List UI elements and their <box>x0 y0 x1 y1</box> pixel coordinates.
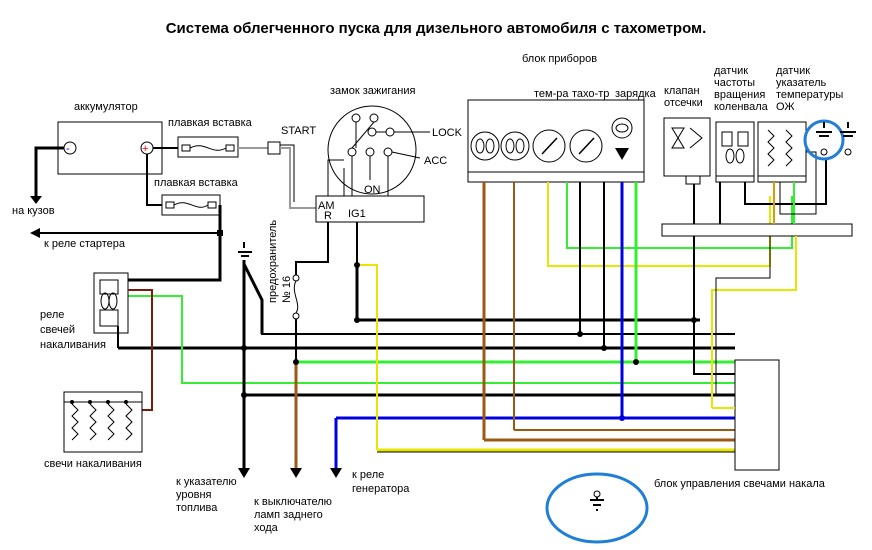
svg-text:+: + <box>142 143 148 155</box>
label-to-starter-relay: к реле стартера <box>44 238 126 250</box>
label-crank-2: частоты <box>714 77 755 89</box>
label-instrument-cluster: блок приборов <box>522 53 597 65</box>
highlight-circle-bottom <box>545 472 649 544</box>
label-glow-control: блок управления свечами накала <box>654 478 826 490</box>
instrument-cluster <box>467 99 793 440</box>
label-lock: LOCK <box>432 127 463 139</box>
glow-relay <box>93 272 153 411</box>
fuel-gauge-icon <box>500 131 530 161</box>
label-fuel-3: топлива <box>176 502 218 514</box>
label-crank-4: коленвала <box>714 101 769 113</box>
bottom-ground <box>545 472 649 544</box>
cutoff-valve <box>663 117 735 375</box>
label-glow-relay-1: реле <box>40 309 64 321</box>
svg-text:-: - <box>66 143 70 155</box>
right-grounds <box>803 119 856 161</box>
label-acc: ACC <box>424 155 447 167</box>
battery-section: - + <box>30 121 316 282</box>
temp-dial-icon <box>532 129 566 163</box>
label-on: ON <box>364 184 381 196</box>
label-reverse-2: ламп заднего <box>254 509 323 521</box>
label-fuel-2: уровня <box>176 489 212 501</box>
tacho-dial-icon <box>569 129 603 163</box>
temp-gauge-icon <box>470 131 500 161</box>
label-reverse-3: хода <box>254 522 279 534</box>
label-tsensor-3: температуры <box>776 89 843 101</box>
label-glow-relay-2: свечей <box>40 324 75 336</box>
label-glow-plugs: свечи накаливания <box>44 458 142 470</box>
diagram-title: Система облегченного пуска для дизельног… <box>166 20 707 37</box>
bus-lines <box>118 265 735 453</box>
label-to-body: на кузов <box>12 205 55 217</box>
label-fuse-link-1: плавкая вставка <box>168 117 253 129</box>
glow-plugs <box>63 391 143 453</box>
label-gen-2: генератора <box>352 483 410 495</box>
label-battery: аккумулятор <box>74 101 138 113</box>
temp-sensor <box>757 121 817 224</box>
fuse-16 <box>290 274 302 478</box>
label-crank-1: датчик <box>714 65 748 77</box>
junction-dots <box>354 262 697 365</box>
label-reverse-1: к выключателю <box>254 496 332 508</box>
label-fuse-16-b: № 16 <box>281 276 293 303</box>
label-crank-3: вращения <box>714 89 765 101</box>
labels: аккумулятор на кузов плавкая вставка пла… <box>12 53 843 534</box>
label-tsensor-2: указатель <box>776 77 827 89</box>
sensor-bus-bar <box>661 223 853 237</box>
charge-indicator-icon <box>611 117 633 160</box>
label-gen-1: к реле <box>352 469 384 481</box>
label-r: R <box>324 210 332 222</box>
label-glow-relay-3: накаливания <box>40 339 106 351</box>
label-fuel-1: к указателю <box>176 476 237 488</box>
crank-sensor <box>715 121 827 224</box>
label-start: START <box>281 125 316 137</box>
label-tsensor-1: датчик <box>776 65 810 77</box>
label-fuse-link-2: плавкая вставка <box>154 177 239 189</box>
label-ig1: IG1 <box>348 208 366 220</box>
label-ignition-switch: замок зажигания <box>330 85 415 97</box>
label-temp: тем-ра <box>534 88 569 100</box>
label-fuse-16-a: предохранитель <box>267 220 279 303</box>
label-valve-2: отсечки <box>664 97 703 109</box>
label-am: AM <box>318 200 335 212</box>
ignition-switch <box>295 105 430 450</box>
highlight-circle-top <box>803 119 845 161</box>
label-valve-1: клапан <box>664 85 700 97</box>
glow-control-block <box>711 236 797 471</box>
label-tsensor-4: ОЖ <box>776 101 794 113</box>
label-tacho: тахо-тр <box>572 88 609 100</box>
label-charge: зарядка <box>615 88 657 100</box>
left-downleads <box>238 242 342 478</box>
